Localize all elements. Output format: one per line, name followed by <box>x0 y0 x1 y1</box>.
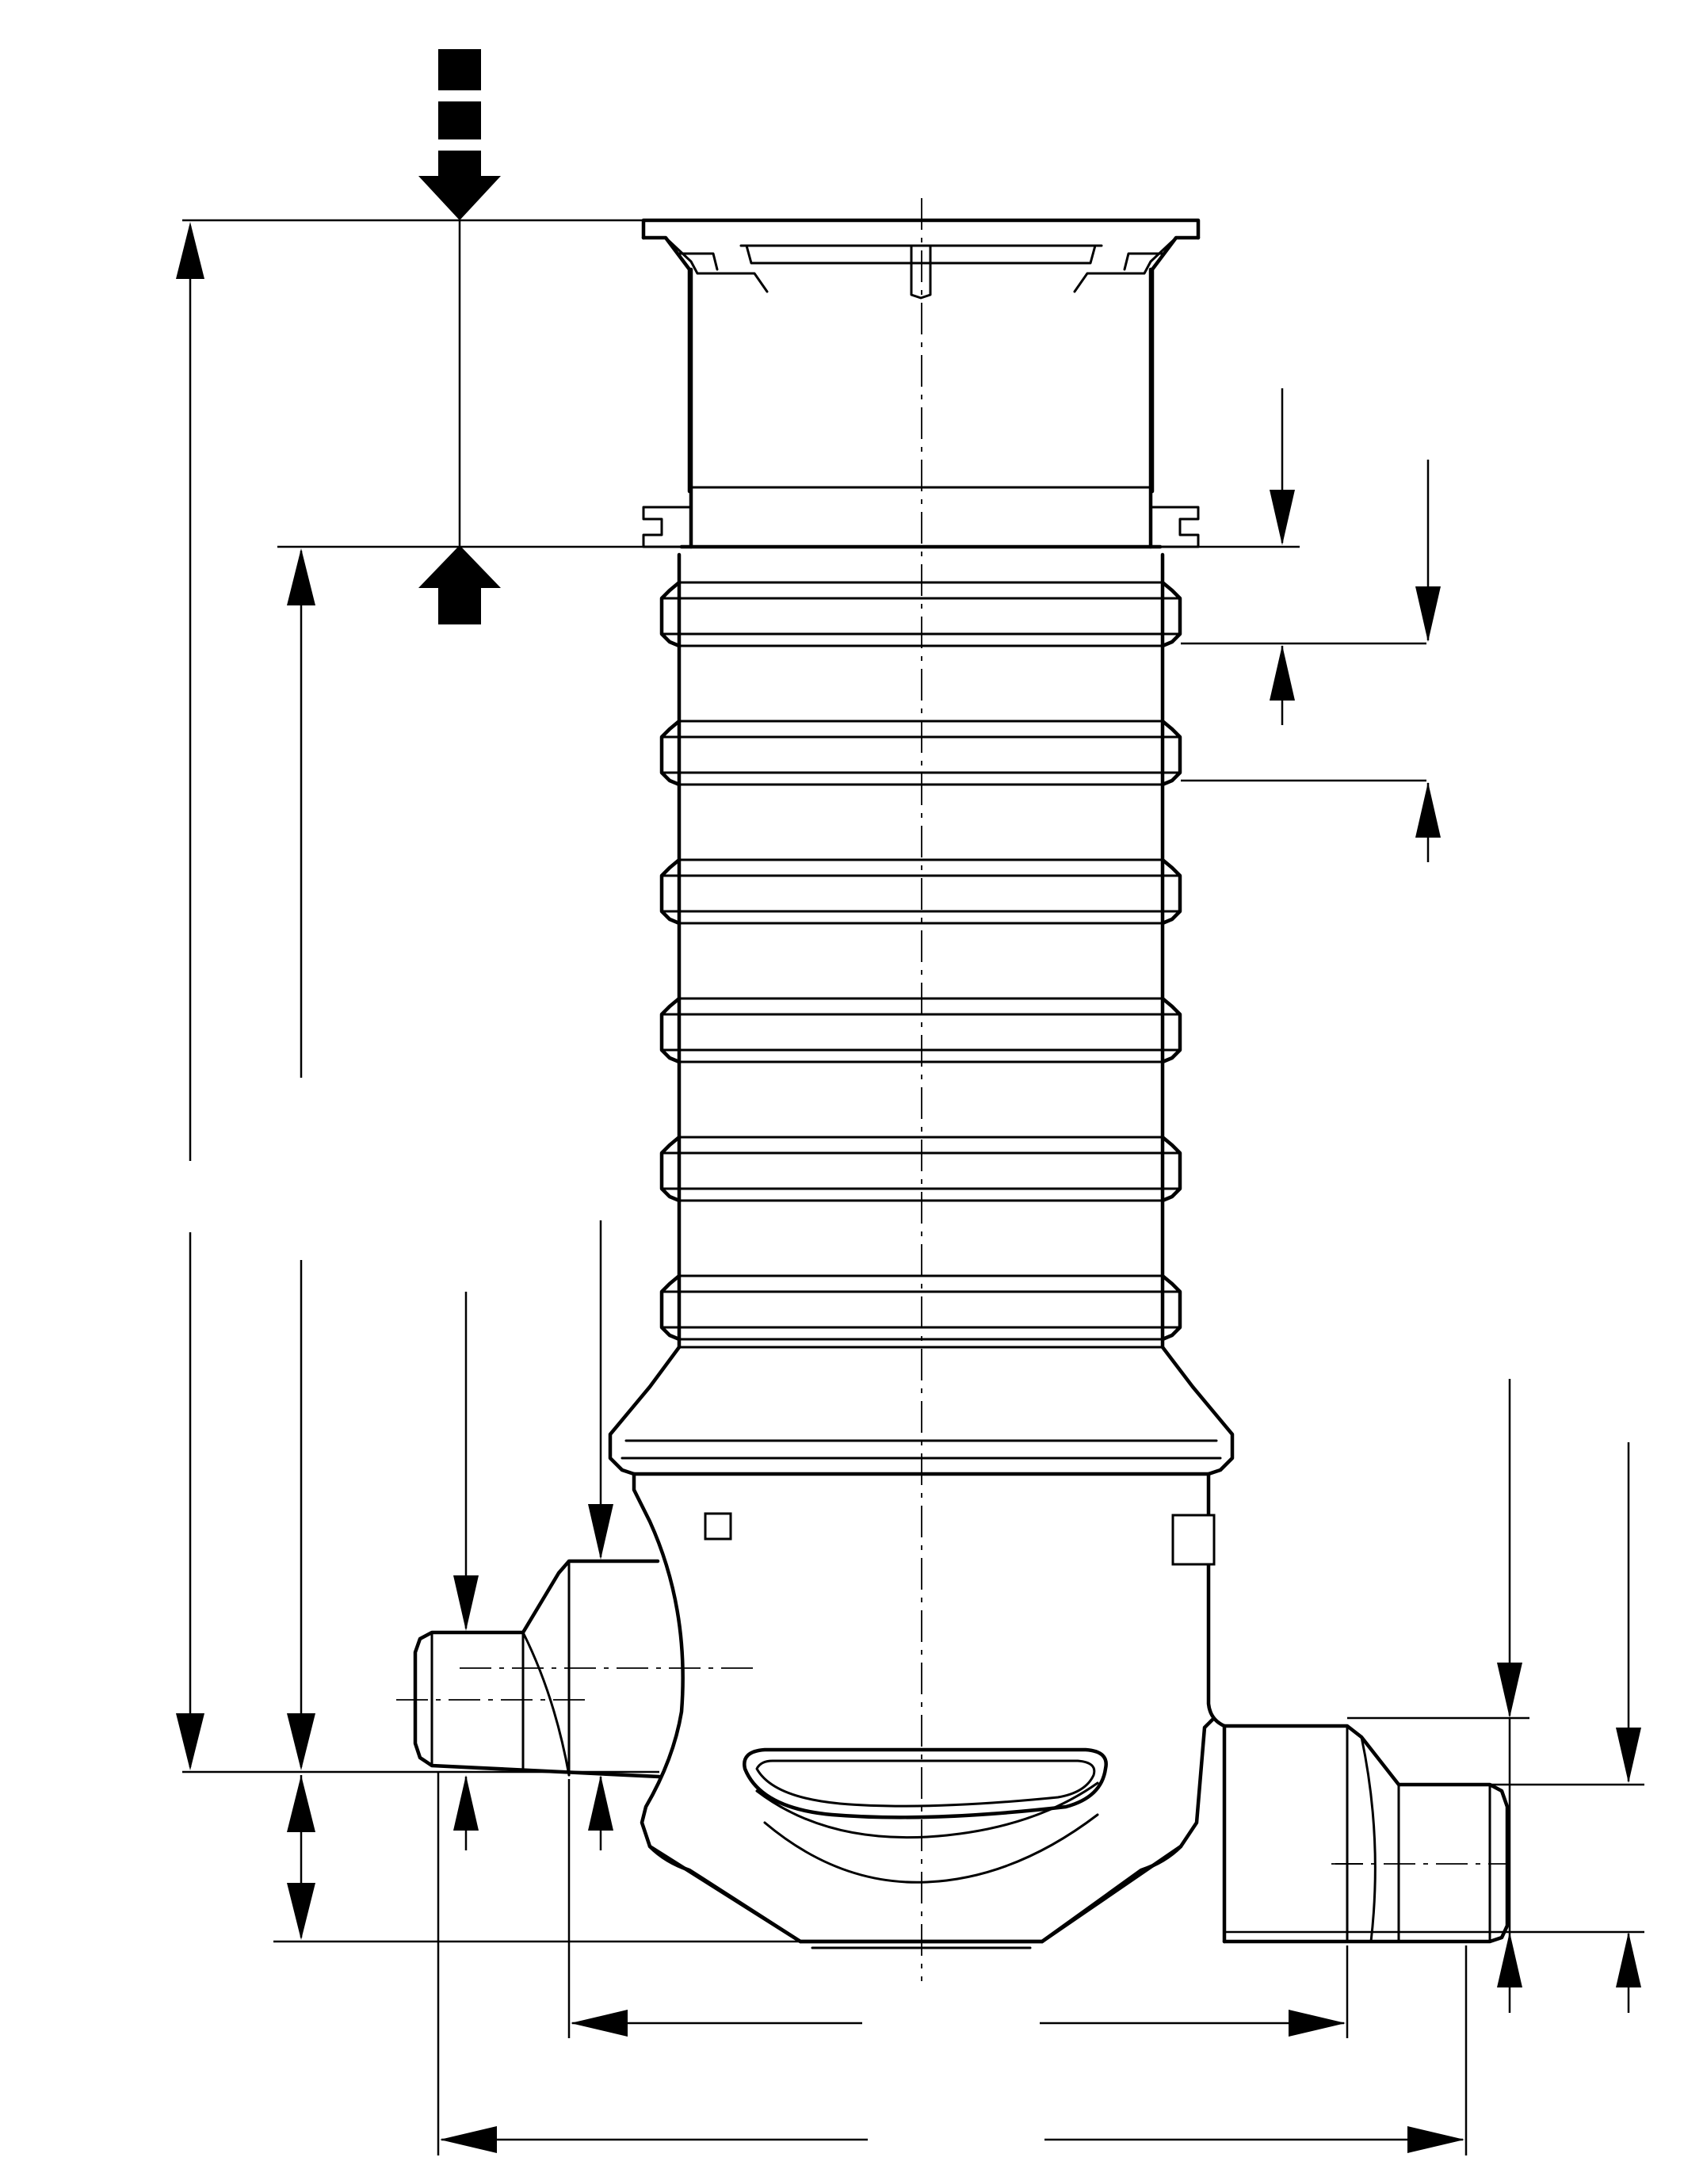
cone-transition <box>608 1345 1235 1476</box>
load-direction-down-icon <box>418 49 501 220</box>
outlet-pipe-right <box>1222 1724 1510 1944</box>
shaft-base <box>632 1472 1227 1949</box>
telescopic-top-section <box>641 218 1201 549</box>
corrugated-riser <box>659 552 1182 1350</box>
inlet-pipe-left <box>396 1559 761 1779</box>
load-direction-up-icon <box>418 545 501 624</box>
dimension-lines <box>176 219 1644 2155</box>
